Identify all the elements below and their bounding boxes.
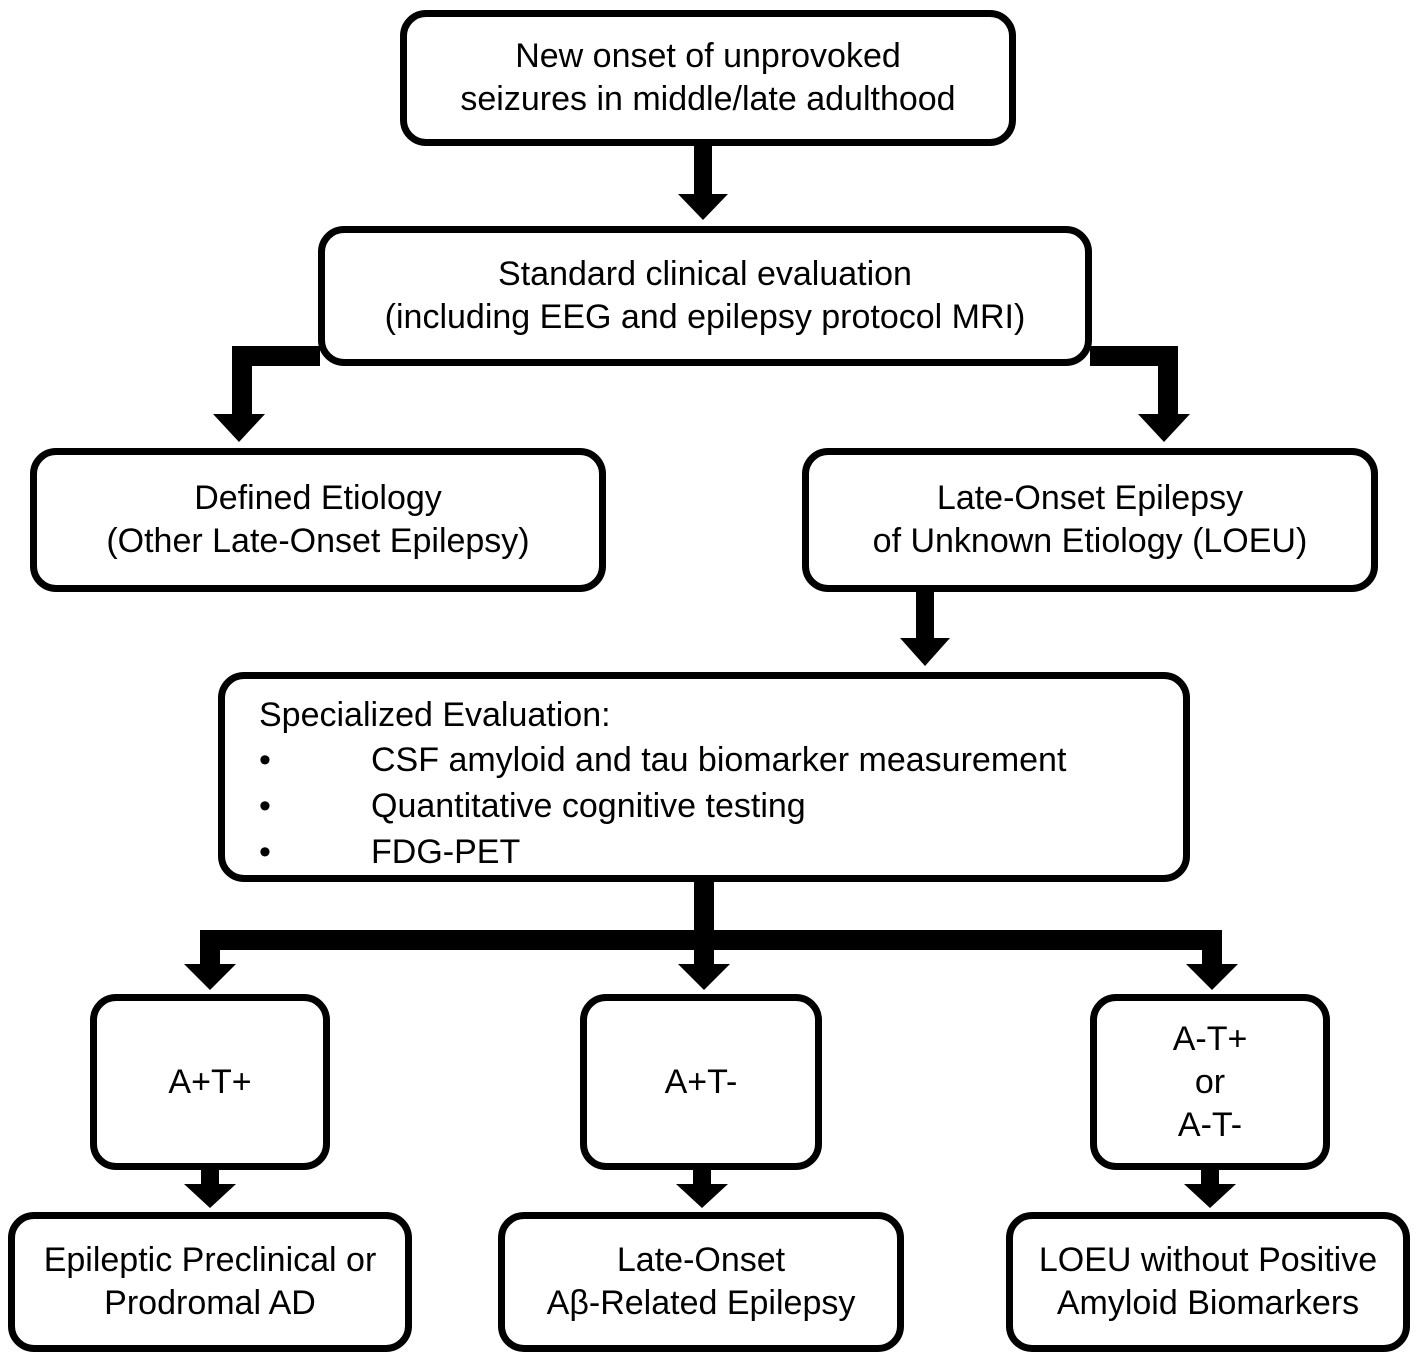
- node-standard-clinical-evaluation: Standard clinical evaluation (including …: [318, 226, 1092, 366]
- connector-loeu-specialized: [916, 592, 934, 638]
- node-text-line: Late-Onset Epilepsy: [936, 479, 1244, 517]
- arrowhead-to-aptm: [678, 964, 730, 990]
- arrowhead-to-defined: [213, 414, 265, 442]
- node-defined-etiology: Defined Etiology (Other Late-Onset Epile…: [30, 448, 606, 592]
- node-text-line: Standard clinical evaluation: [498, 255, 912, 293]
- node-text-line: LOEU without Positive: [1038, 1241, 1378, 1279]
- node-text-line: Defined Etiology: [194, 479, 442, 517]
- node-loeu: Late-Onset Epilepsy of Unknown Etiology …: [802, 448, 1378, 592]
- arrowhead-to-outcome-preclinical: [184, 1184, 236, 1208]
- arrowhead-to-outcome-no-amyloid: [1184, 1184, 1236, 1208]
- node-text-line: Amyloid Biomarkers: [1056, 1284, 1360, 1322]
- list-item: • FDG-PET: [259, 829, 1066, 875]
- list-item: • CSF amyloid and tau biomarker measureme…: [259, 737, 1066, 783]
- arrowhead-to-standard: [678, 194, 728, 220]
- node-text-line: seizures in middle/late adulthood: [460, 80, 956, 118]
- arrowhead-to-apt: [184, 964, 236, 990]
- specialized-list: • CSF amyloid and tau biomarker measureme…: [259, 737, 1066, 875]
- node-text-line: Late-Onset: [616, 1241, 786, 1279]
- list-item-text: Quantitative cognitive testing: [371, 787, 806, 825]
- node-text-line: (Other Late-Onset Epilepsy): [106, 522, 530, 560]
- node-text-line: A+T-: [664, 1062, 738, 1101]
- node-text-line: A-T-: [1177, 1105, 1243, 1144]
- list-item-text: FDG-PET: [371, 833, 521, 871]
- list-item-text: CSF amyloid and tau biomarker measuremen…: [371, 741, 1067, 779]
- connector-onset-standard: [694, 146, 712, 194]
- node-text-line: New onset of unprovoked: [515, 37, 901, 75]
- node-a-pos-t-neg: A+T-: [580, 994, 822, 1170]
- arrowhead-to-loeu: [1138, 414, 1190, 442]
- connector-specialized-down: [694, 882, 714, 932]
- node-new-onset-seizures: New onset of unprovoked seizures in midd…: [400, 10, 1016, 146]
- list-item: • Quantitative cognitive testing: [259, 783, 1066, 829]
- node-outcome-abeta-epilepsy: Late-Onset Aβ-Related Epilepsy: [498, 1212, 904, 1352]
- arrowhead-to-outcome-abeta: [676, 1184, 728, 1208]
- connector-aptm-outcome: [693, 1170, 711, 1186]
- node-text-line: Epileptic Preclinical or: [43, 1241, 377, 1279]
- node-specialized-evaluation: Specialized Evaluation: • CSF amyloid and…: [218, 672, 1190, 882]
- arrowhead-to-specialized: [900, 638, 950, 666]
- node-a-pos-t-pos: A+T+: [90, 994, 330, 1170]
- node-text-line: of Unknown Etiology (LOEU): [872, 522, 1308, 560]
- connector-apt-outcome: [201, 1170, 219, 1186]
- node-text-line: Aβ-Related Epilepsy: [546, 1284, 856, 1322]
- specialized-title: Specialized Evaluation:: [259, 696, 611, 734]
- bullet-icon: •: [259, 741, 271, 779]
- connector-amt-outcome: [1201, 1170, 1219, 1186]
- node-text-line: Prodromal AD: [104, 1284, 316, 1322]
- bullet-icon: •: [259, 787, 271, 825]
- connector-standard-right: [1090, 346, 1178, 366]
- node-text-line: or: [1194, 1062, 1226, 1101]
- node-outcome-no-amyloid: LOEU without Positive Amyloid Biomarkers: [1006, 1212, 1410, 1352]
- node-text-line: (including EEG and epilepsy protocol MRI…: [384, 298, 1026, 336]
- node-outcome-preclinical-ad: Epileptic Preclinical or Prodromal AD: [8, 1212, 412, 1352]
- node-text-line: A-T+: [1172, 1019, 1248, 1058]
- connector-standard-left: [232, 346, 320, 366]
- arrowhead-to-amt: [1186, 964, 1238, 990]
- node-a-neg: A-T+ or A-T-: [1090, 994, 1330, 1170]
- node-text-line: A+T+: [168, 1062, 252, 1101]
- bullet-icon: •: [259, 833, 271, 871]
